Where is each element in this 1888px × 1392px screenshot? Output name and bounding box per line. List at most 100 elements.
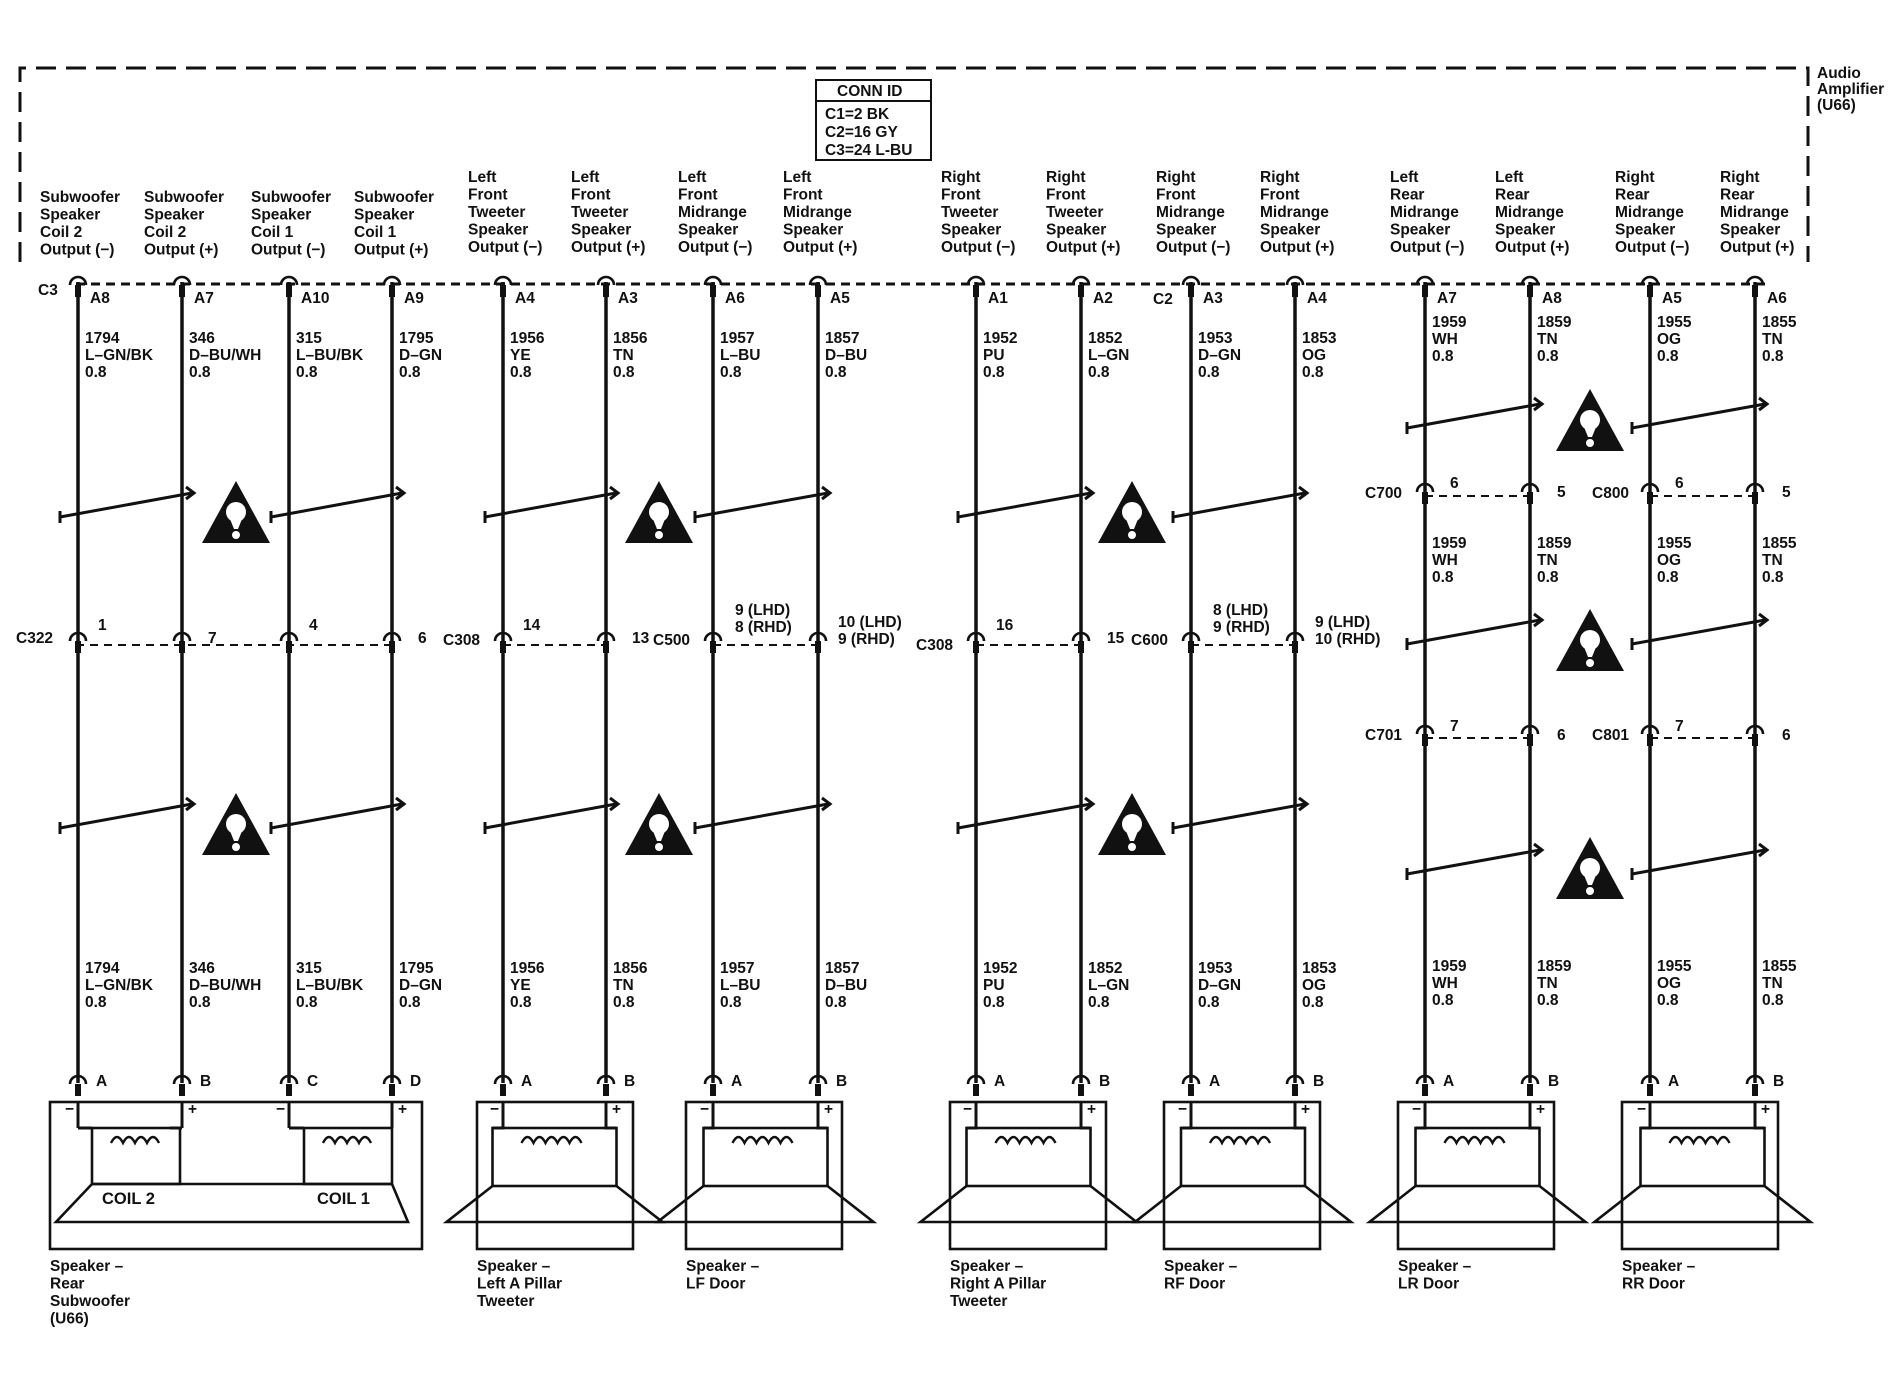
output-label-line: Output (+) [1720,239,1794,256]
speaker-label-line: Right A Pillar [950,1276,1046,1293]
speaker-pin-label: A [1443,1073,1454,1090]
amp-pin-label: A4 [515,290,535,307]
svg-text:C3=24 L-BU: C3=24 L-BU [825,142,912,159]
wire-color: D–GN [399,347,442,364]
speaker-pin-terminal [68,1074,88,1085]
output-label-line: Output (−) [1390,239,1464,256]
twisted-pair-marker [58,485,197,523]
connector-c2-label: C2 [1153,291,1173,308]
speaker-label-line: Speaker – [477,1258,551,1275]
wire-color: L–GN/BK [85,347,154,364]
svg-text:CONN ID: CONN ID [837,83,902,100]
inline-pin-terminal [1640,724,1660,735]
inline-connector-c701-group: C701 [1365,727,1530,744]
speaker-pin-terminal-stub [973,1084,979,1096]
wire-color: L–BU [720,347,760,364]
wire-color: YE [510,347,531,364]
inline-pin-terminal [172,631,192,642]
wire-circuit-number: 1959 [1432,314,1467,331]
wire-circuit-number: 1859 [1537,535,1572,552]
wire-color: OG [1657,331,1681,348]
output-label-line: Output (+) [571,239,645,256]
amplifier-connector-row: C3 C2 [38,282,1768,308]
twisted-pair-marker [956,485,1096,523]
twisted-pair-marker [1405,396,1545,434]
inline-pin-label: 7 [208,630,217,647]
wire-circuit-number: 315 [296,960,322,977]
inline-pin-label: 5 [1557,484,1566,501]
amp-pin-label: A9 [404,290,424,307]
wire-gauge: 0.8 [825,364,847,381]
speaker-enclosure [1162,1100,1322,1251]
warning-triangle-icon [1556,609,1624,671]
wire-circuit-number: 1857 [825,330,859,347]
amp-pin-label: A6 [725,290,745,307]
amp-pin-terminal-stub [1752,285,1758,297]
output-label-line: Midrange [1495,204,1564,221]
output-label-line: Tweeter [468,204,525,221]
wire-circuit-number: 346 [189,330,215,347]
inline-pin-terminal [966,631,986,642]
amp-pin-terminal-stub [389,285,395,297]
amplifier-label: Audio Amplifier (U66) [1817,65,1884,114]
inline-pin-label: 9 (RHD) [1213,619,1270,636]
output-label-line: Speaker [783,222,843,239]
wire-gauge: 0.8 [1537,348,1559,365]
output-label-line: Left [571,169,599,186]
speaker-label-line: Speaker – [950,1258,1024,1275]
svg-text:Audio: Audio [1817,65,1861,82]
wire-color: WH [1432,552,1458,569]
wire-circuit-number: 1795 [399,960,434,977]
svg-text:Amplifier: Amplifier [1817,81,1884,98]
output-label-line: Right [1615,169,1655,186]
speaker-pin-label: A [1209,1073,1220,1090]
speaker-pin-terminal-stub [179,1084,185,1096]
amp-pin-label: A7 [1437,290,1457,307]
twisted-pair-marker [1630,842,1770,880]
speaker-enclosure [948,1100,1108,1251]
wire-color: WH [1432,975,1458,992]
inline-connector-c600-group: C600 [1131,632,1295,649]
output-label-line: Midrange [783,204,852,221]
wire-circuit-number: 1952 [983,330,1017,347]
inline-pin-terminal-stub [286,641,292,653]
terminal-polarity: + [1301,1101,1310,1118]
speaker-pin-terminal [382,1074,402,1085]
wire-circuit-number: 1952 [983,960,1017,977]
amp-pin-label: A3 [618,290,638,307]
wire-color: PU [983,347,1005,364]
speaker-pin-terminal-stub [1527,1084,1533,1096]
output-label-line: Output (+) [354,242,428,259]
speaker-label-line: Left A Pillar [477,1276,562,1293]
inline-pin-label: 9 (RHD) [838,631,895,648]
speaker-enclosure [1396,1100,1556,1251]
amp-pin-terminal-stub [1422,285,1428,297]
output-label-line: Speaker [678,222,738,239]
speaker-label-line: LF Door [686,1276,745,1293]
wire-circuit-number: 1959 [1432,535,1467,552]
wire-color: TN [1762,331,1783,348]
wire-circuit-number: 1956 [510,330,545,347]
speaker-enclosure [684,1100,844,1251]
output-label-line: Output (−) [251,242,325,259]
inline-pin-terminal [493,631,513,642]
output-label-line: Coil 1 [251,224,294,241]
wire-color: TN [613,977,634,994]
wire-gauge: 0.8 [1537,569,1559,586]
speaker-pin-terminal [1415,1074,1435,1085]
wire-color: L–BU/BK [296,977,364,994]
wire-color: L–BU/BK [296,347,364,364]
amp-pin-terminal-stub [179,285,185,297]
speaker-label-line: Tweeter [950,1293,1007,1310]
speaker-enclosure [475,1100,635,1251]
speaker-pin-label: A [731,1073,742,1090]
output-label-line: Output (−) [1156,239,1230,256]
output-label-line: Subwoofer [354,189,434,206]
inline-pin-terminal [1071,631,1091,642]
inline-pin-label: 5 [1782,484,1791,501]
